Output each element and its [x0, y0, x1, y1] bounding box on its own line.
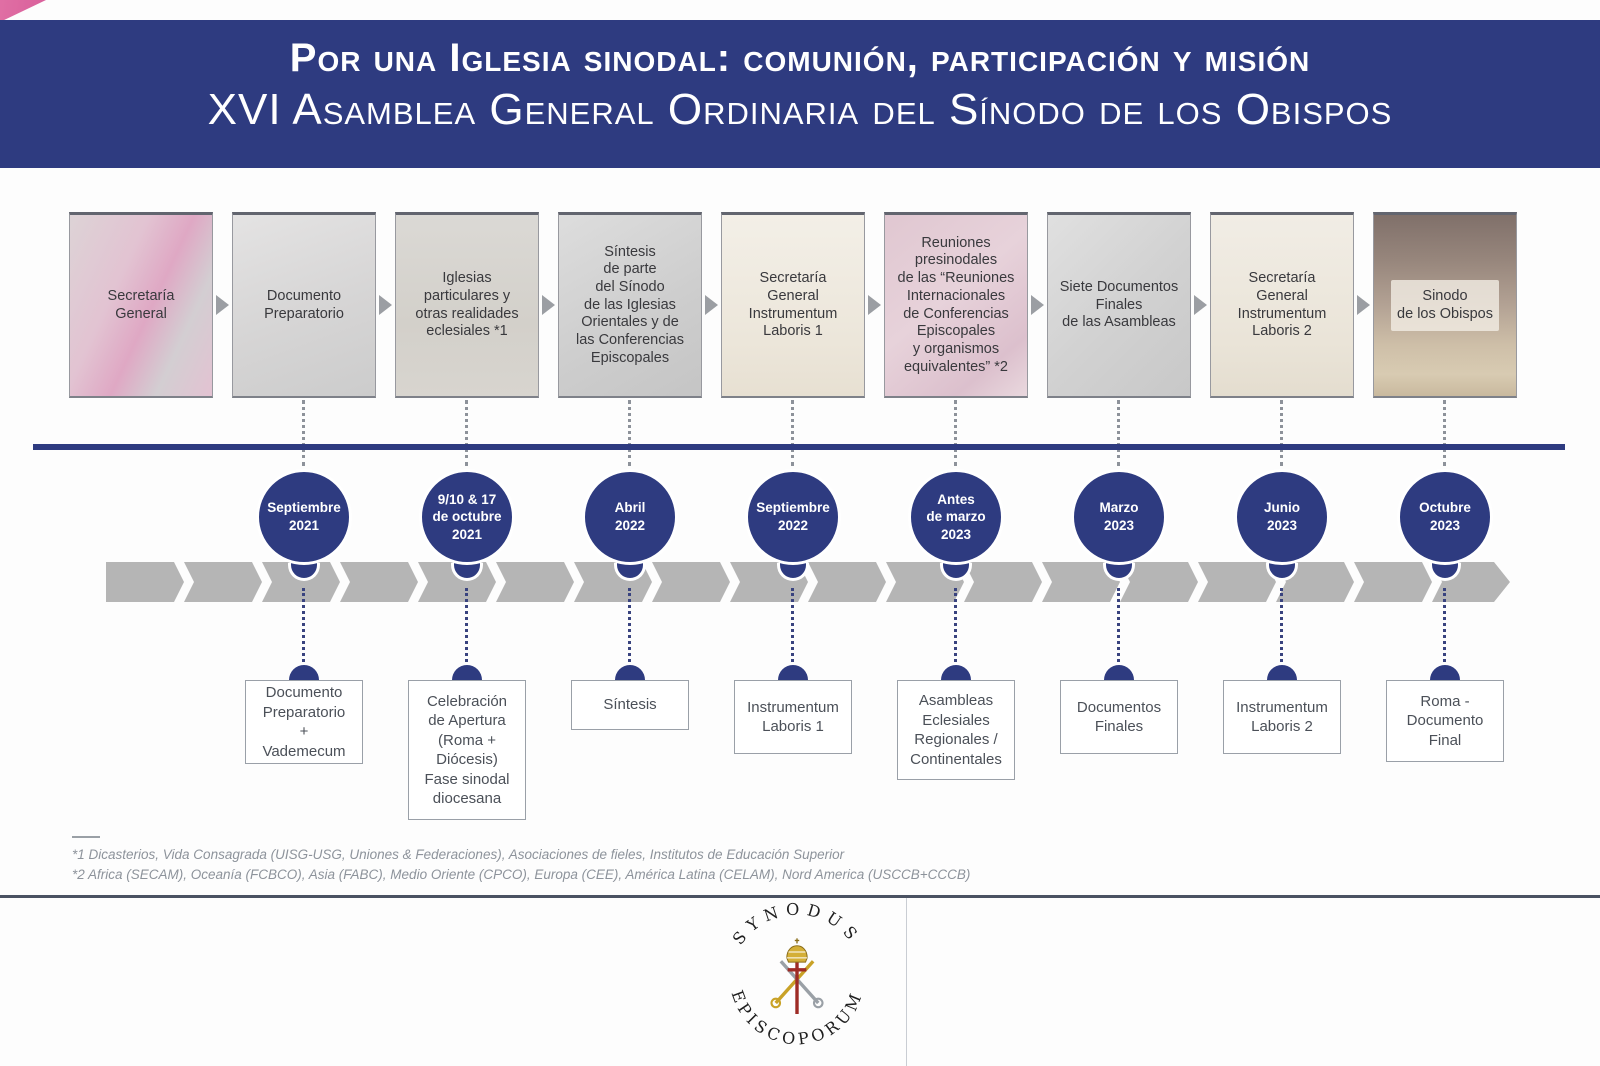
flow-box-secretaria-general: Secretaría General — [69, 212, 213, 398]
timeline-date-circle: Septiembre 2022 — [745, 469, 841, 565]
dotted-connector-bottom — [1117, 588, 1120, 662]
footer-vertical-line — [906, 898, 907, 1066]
milestone-box: Documentos Finales — [1060, 680, 1178, 754]
flow-box-label: Siete Documentos Finales de las Asamblea… — [1059, 278, 1179, 331]
flow-box-iglesias-particulares: Iglesias particulares y otras realidades… — [395, 212, 539, 398]
timeline-date-circle: Marzo 2023 — [1071, 469, 1167, 565]
milestone-cap — [1104, 665, 1134, 680]
timeline-date-circle: Junio 2023 — [1234, 469, 1330, 565]
flow-box-instrumentum-laboris-1: Secretaría General Instrumentum Laboris … — [721, 212, 865, 398]
flow-box-label: Secretaría General — [107, 287, 175, 322]
milestone-cap — [941, 665, 971, 680]
process-flow-row: Secretaría General Documento Preparatori… — [69, 212, 1517, 398]
milestone-cap — [1267, 665, 1297, 680]
arrow-right-icon — [1028, 212, 1047, 398]
dotted-connector-top — [465, 400, 468, 466]
arrow-right-icon — [702, 212, 721, 398]
arrow-right-icon — [1191, 212, 1210, 398]
flow-box-sintesis: Síntesis de parte del Sínodo de las Igle… — [558, 212, 702, 398]
flow-box-label: Sinodo de los Obispos — [1391, 279, 1499, 332]
timeline-date-circle: Antes de marzo 2023 — [908, 469, 1004, 565]
arrow-right-icon — [1354, 212, 1373, 398]
chevron-segment — [808, 562, 886, 602]
dotted-connector-top — [954, 400, 957, 466]
timeline-axis-line — [33, 444, 1565, 450]
footer-divider-line — [0, 895, 1600, 898]
arrow-right-icon — [376, 212, 395, 398]
footnotes: *1 Dicasterios, Vida Consagrada (UISG-US… — [72, 845, 970, 886]
milestone-box: Documento Preparatorio + Vademecum — [245, 680, 363, 764]
flow-box-label: Reuniones presinodales de las “Reuniones… — [897, 234, 1015, 375]
flow-box-sinodo-de-los-obispos: Sinodo de los Obispos — [1373, 212, 1517, 398]
arrow-right-icon — [213, 212, 232, 398]
milestone-cap — [615, 665, 645, 680]
timeline-date-circle: Abril 2022 — [582, 469, 678, 565]
flow-box-label: Síntesis de parte del Sínodo de las Igle… — [576, 243, 684, 366]
flow-box-documento-preparatorio: Documento Preparatorio — [232, 212, 376, 398]
corner-photo-fragment — [0, 0, 46, 22]
milestone-cap — [452, 665, 482, 680]
timeline-date-circle: Octubre 2023 — [1397, 469, 1493, 565]
chevron-segment — [184, 562, 262, 602]
flow-box-reuniones-presinodales: Reuniones presinodales de las “Reuniones… — [884, 212, 1028, 398]
chevron-segment — [340, 562, 418, 602]
chevron-segment — [496, 562, 574, 602]
flow-box-label: Iglesias particulares y otras realidades… — [415, 270, 519, 340]
milestone-box: Asambleas Eclesiales Regionales / Contin… — [897, 680, 1015, 780]
milestone-box: Síntesis — [571, 680, 689, 730]
flow-box-label: Secretaría General Instrumentum Laboris … — [748, 270, 838, 340]
vatican-coat-of-arms-icon — [770, 938, 824, 1014]
milestone-cap — [1430, 665, 1460, 680]
dotted-connector-bottom — [302, 588, 305, 662]
dotted-connector-top — [791, 400, 794, 466]
chevron-segment — [1354, 562, 1432, 602]
chevron-segment — [106, 562, 184, 602]
milestone-box: Instrumentum Laboris 2 — [1223, 680, 1341, 754]
timeline-date-circle: 9/10 & 17 de octubre 2021 — [419, 469, 515, 565]
dotted-connector-bottom — [1280, 588, 1283, 662]
flow-box-documentos-finales: Siete Documentos Finales de las Asamblea… — [1047, 212, 1191, 398]
page-title: Por una Iglesia sinodal: comunión, parti… — [289, 36, 1311, 80]
milestone-cap — [778, 665, 808, 680]
milestone-cap — [289, 665, 319, 680]
flow-box-instrumentum-laboris-2: Secretaría General Instrumentum Laboris … — [1210, 212, 1354, 398]
dotted-connector-bottom — [954, 588, 957, 662]
dotted-connector-top — [302, 400, 305, 466]
arrow-right-icon — [539, 212, 558, 398]
dotted-connector-top — [628, 400, 631, 466]
synodus-episcoporum-logo: SYNODUS EPISCOPORUM — [727, 900, 862, 1049]
dotted-connector-bottom — [628, 588, 631, 662]
chevron-segment — [652, 562, 730, 602]
milestone-box: Celebración de Apertura (Roma + Diócesis… — [408, 680, 526, 820]
arrow-right-icon — [865, 212, 884, 398]
dotted-connector-bottom — [791, 588, 794, 662]
timeline-date-circle: Septiembre 2021 — [256, 469, 352, 565]
dotted-connector-top — [1117, 400, 1120, 466]
footnote-divider — [72, 836, 100, 838]
chevron-segment — [1198, 562, 1276, 602]
dotted-connector-bottom — [1443, 588, 1446, 662]
timeline-band — [106, 562, 1510, 602]
header-banner: Por una Iglesia sinodal: comunión, parti… — [0, 20, 1600, 168]
milestone-box: Roma - Documento Final — [1386, 680, 1504, 762]
chevron-segment — [964, 562, 1042, 602]
milestone-box: Instrumentum Laboris 1 — [734, 680, 852, 754]
flow-box-label: Secretaría General Instrumentum Laboris … — [1237, 270, 1327, 340]
dotted-connector-top — [1280, 400, 1283, 466]
dotted-connector-bottom — [465, 588, 468, 662]
page-subtitle: XVI Asamblea General Ordinaria del Sínod… — [207, 85, 1393, 134]
footnote-1: *1 Dicasterios, Vida Consagrada (UISG-US… — [72, 847, 845, 862]
dotted-connector-top — [1443, 400, 1446, 466]
footnote-2: *2 Africa (SECAM), Oceanía (FCBCO), Asia… — [72, 867, 971, 883]
flow-box-label: Documento Preparatorio — [264, 287, 344, 322]
